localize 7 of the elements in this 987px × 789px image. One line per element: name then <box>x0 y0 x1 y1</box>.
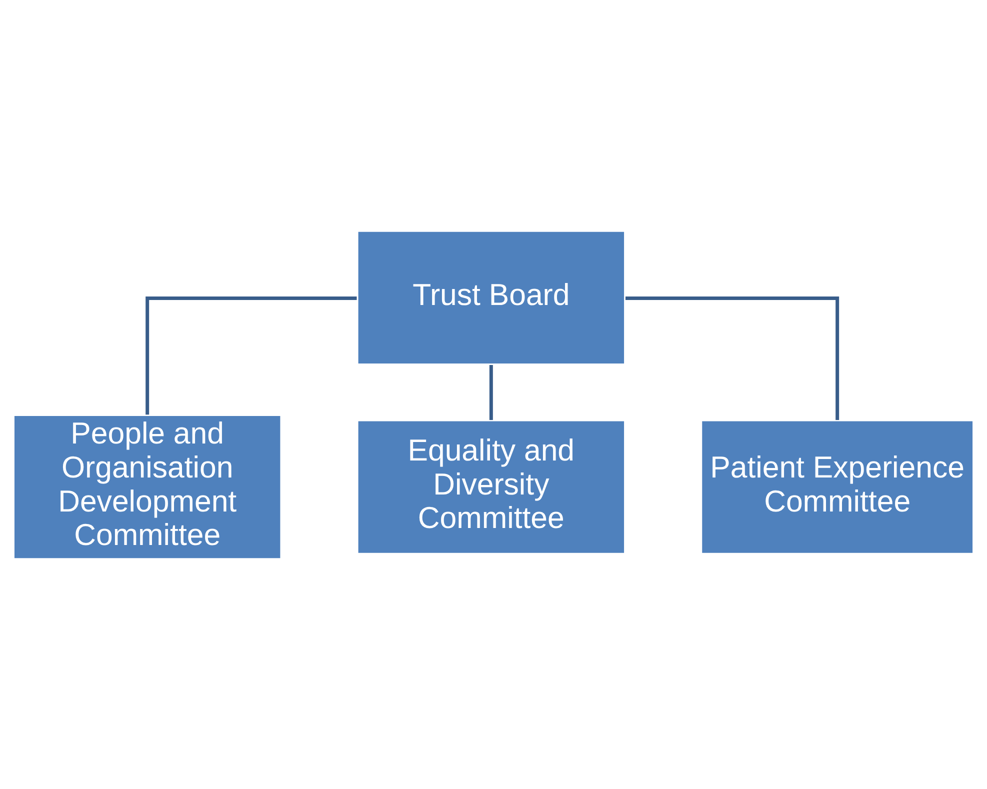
connector <box>626 296 840 420</box>
node-box: Trust Board <box>356 229 626 366</box>
node-box: Equality and Diversity Committee <box>356 418 626 555</box>
node-box: Patient Experience Committee <box>700 418 975 555</box>
connector <box>489 364 493 420</box>
connector <box>146 296 357 414</box>
node-box: People and Organisation Development Committee <box>12 413 283 560</box>
